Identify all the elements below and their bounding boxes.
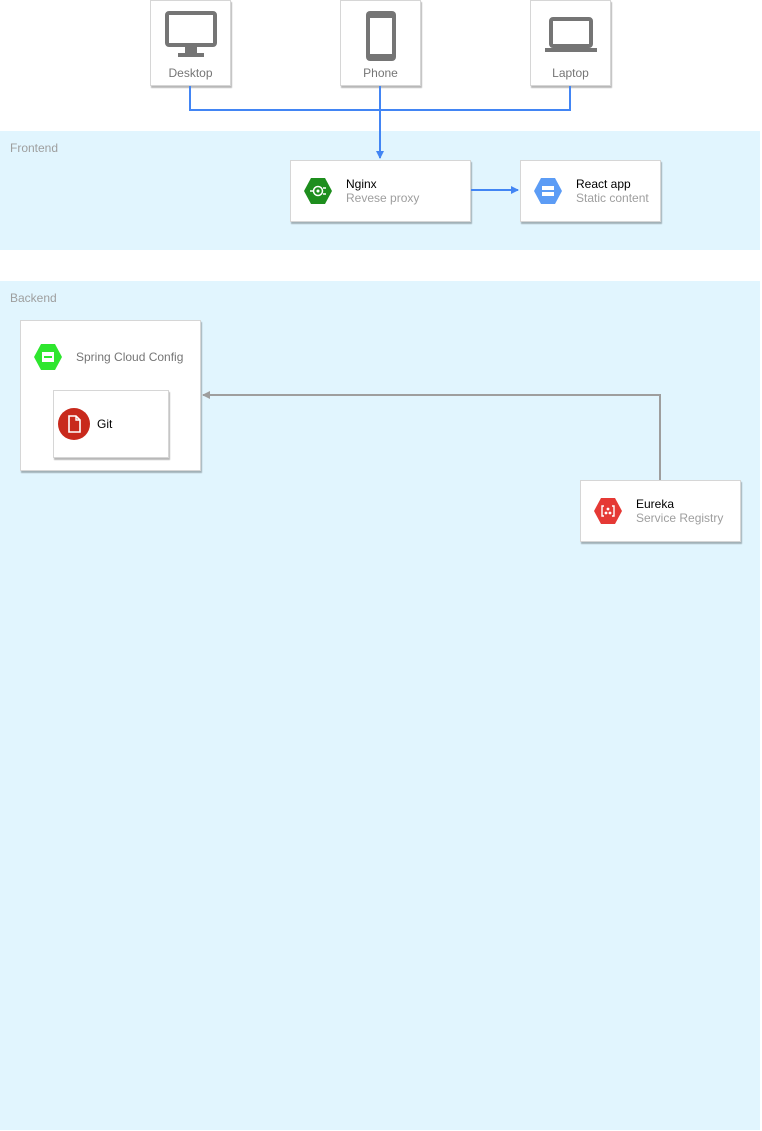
file-icon	[58, 408, 90, 445]
frontend-zone-label: Frontend	[10, 141, 59, 155]
desktop-connector	[189, 86, 380, 111]
nginx-subtitle: Revese proxy	[346, 191, 420, 205]
service-discovery-icon	[593, 496, 623, 531]
spring-cloud-config-node[interactable]: Spring Cloud Config Git	[20, 320, 201, 471]
phone-icon	[341, 11, 420, 63]
inbox-icon	[33, 342, 63, 377]
git-title: Git	[97, 417, 113, 431]
phone-label: Phone	[363, 66, 398, 80]
storage-icon	[533, 176, 563, 211]
load-balancer-icon	[303, 176, 333, 211]
eureka-subtitle: Service Registry	[636, 511, 724, 525]
git-node[interactable]: Git	[53, 390, 169, 458]
backend-zone-label: Backend	[10, 291, 57, 305]
react-app-subtitle: Static content	[576, 191, 649, 205]
spring-cloud-config-title: Spring Cloud Config	[76, 350, 184, 364]
nginx-node[interactable]: Nginx Revese proxy	[290, 160, 471, 222]
react-app-title: React app	[576, 177, 631, 191]
laptop-connector	[380, 86, 571, 111]
desktop-label: Desktop	[168, 66, 213, 80]
laptop-label: Laptop	[552, 66, 589, 80]
laptop-icon	[531, 17, 610, 53]
desktop-node[interactable]: Desktop	[150, 0, 231, 86]
eureka-node[interactable]: Eureka Service Registry	[580, 480, 741, 542]
nginx-title: Nginx	[346, 177, 377, 191]
laptop-node[interactable]: Laptop	[530, 0, 611, 86]
desktop-icon	[151, 11, 230, 59]
react-app-node[interactable]: React app Static content	[520, 160, 661, 222]
phone-node[interactable]: Phone	[340, 0, 421, 86]
eureka-title: Eureka	[636, 497, 675, 511]
